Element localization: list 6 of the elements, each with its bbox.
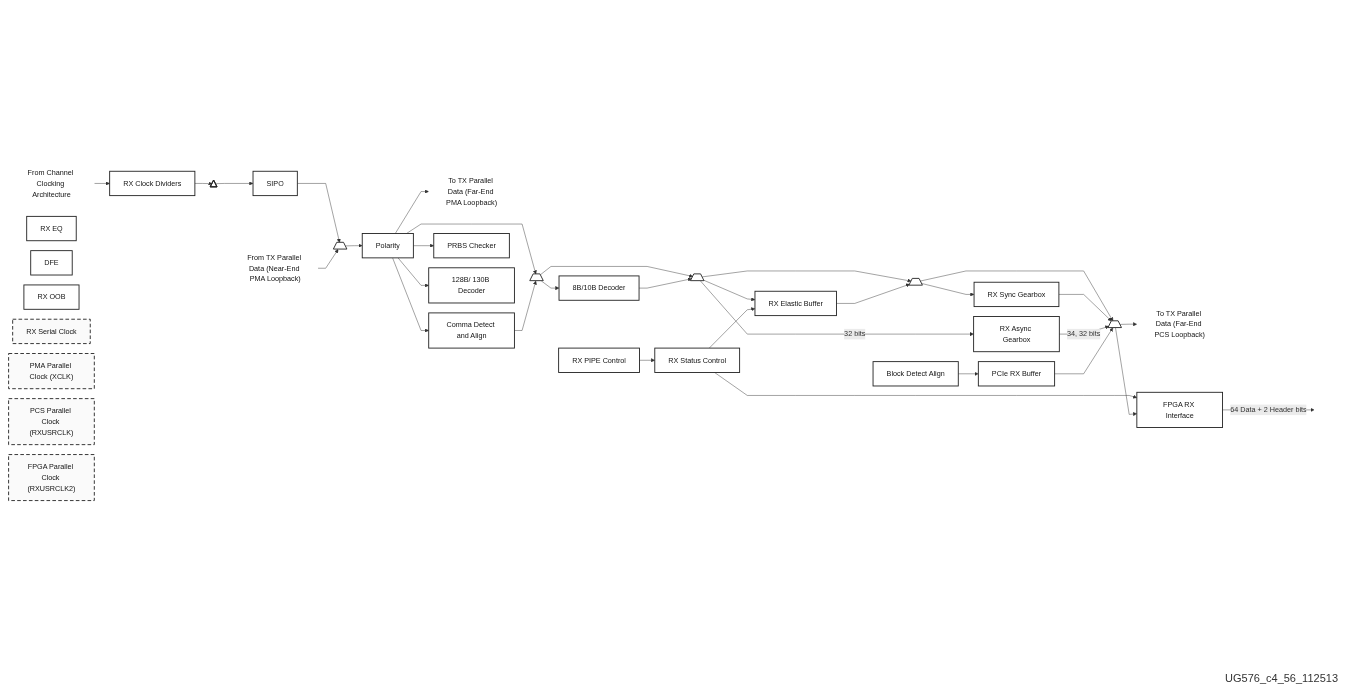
node-trapezoid xyxy=(690,272,705,281)
node-trapezoid xyxy=(1107,319,1122,328)
node-trapezoid xyxy=(529,272,544,281)
node-trapezoid xyxy=(908,277,923,286)
figure-id: UG576_c4_56_112513 xyxy=(1225,672,1338,684)
node-trapezoid xyxy=(332,241,348,250)
